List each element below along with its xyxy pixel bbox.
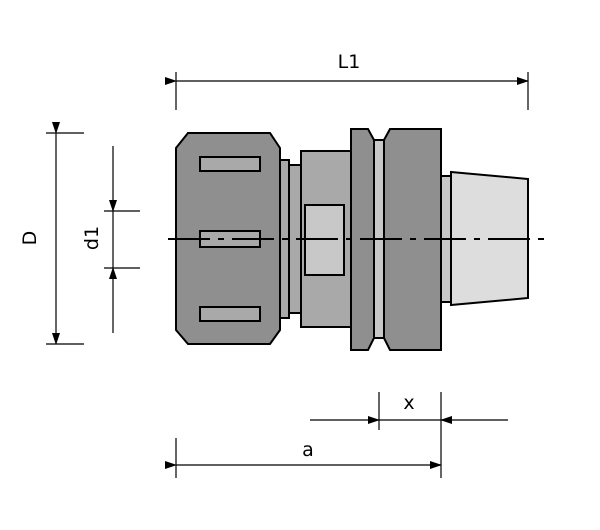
label-L1: L1: [338, 51, 361, 73]
nut-slot-top: [199, 156, 261, 172]
label-x: x: [403, 392, 414, 414]
label-a: a: [302, 439, 314, 461]
dimension-lines: [52, 77, 529, 469]
label-D: D: [19, 231, 41, 246]
nut-slot-bottom: [199, 306, 261, 322]
label-d1: d1: [81, 226, 103, 250]
